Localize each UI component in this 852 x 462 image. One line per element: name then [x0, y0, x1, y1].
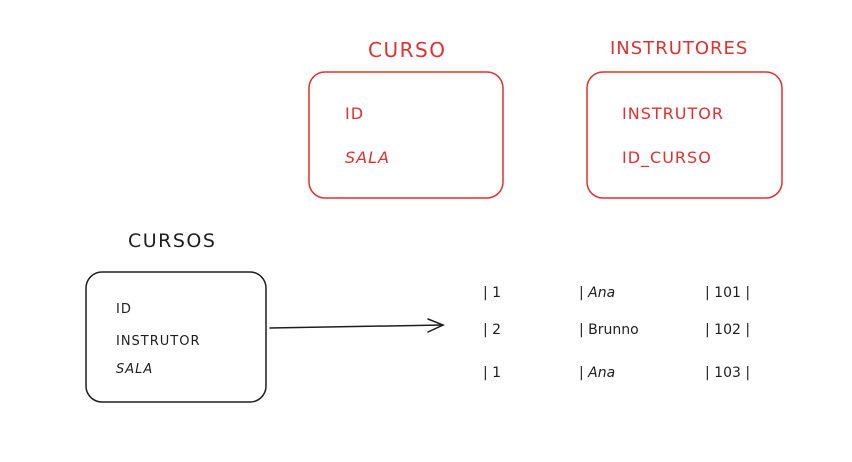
cursos-field-sala: SALA: [116, 362, 154, 377]
table-cell-name: | Ana: [579, 365, 616, 381]
curso-box: [308, 71, 504, 199]
table-cell-room: | 102 |: [705, 322, 751, 338]
relation-arrow: [269, 318, 445, 333]
table-cell-name: | Brunno: [579, 322, 639, 338]
cursos-box: [85, 271, 267, 403]
instrutores-box: [586, 71, 783, 199]
table-cell-room: | 101 |: [705, 285, 751, 301]
cursos-title: CURSOS: [128, 230, 217, 252]
arrow-shaft: [269, 324, 444, 329]
cursos-field-instrutor: INSTRUTOR: [116, 334, 201, 349]
table-cell-id: | 2: [483, 322, 502, 338]
instrutores-field-instrutor: INSTRUTOR: [622, 104, 724, 123]
cursos-field-id: ID: [116, 302, 132, 317]
table-cell-name: | Ana: [579, 285, 616, 301]
table-cell-id: | 1: [483, 285, 502, 301]
table-cell-id: | 1: [483, 365, 502, 381]
curso-field-id: ID: [345, 104, 365, 123]
instrutores-title: INSTRUTORES: [610, 38, 749, 59]
arrow-head: [427, 318, 445, 333]
curso-title: CURSO: [368, 38, 447, 62]
table-cell-room: | 103 |: [705, 365, 751, 381]
curso-field-sala: SALA: [345, 148, 390, 167]
instrutores-field-id-curso: ID_CURSO: [622, 148, 712, 167]
